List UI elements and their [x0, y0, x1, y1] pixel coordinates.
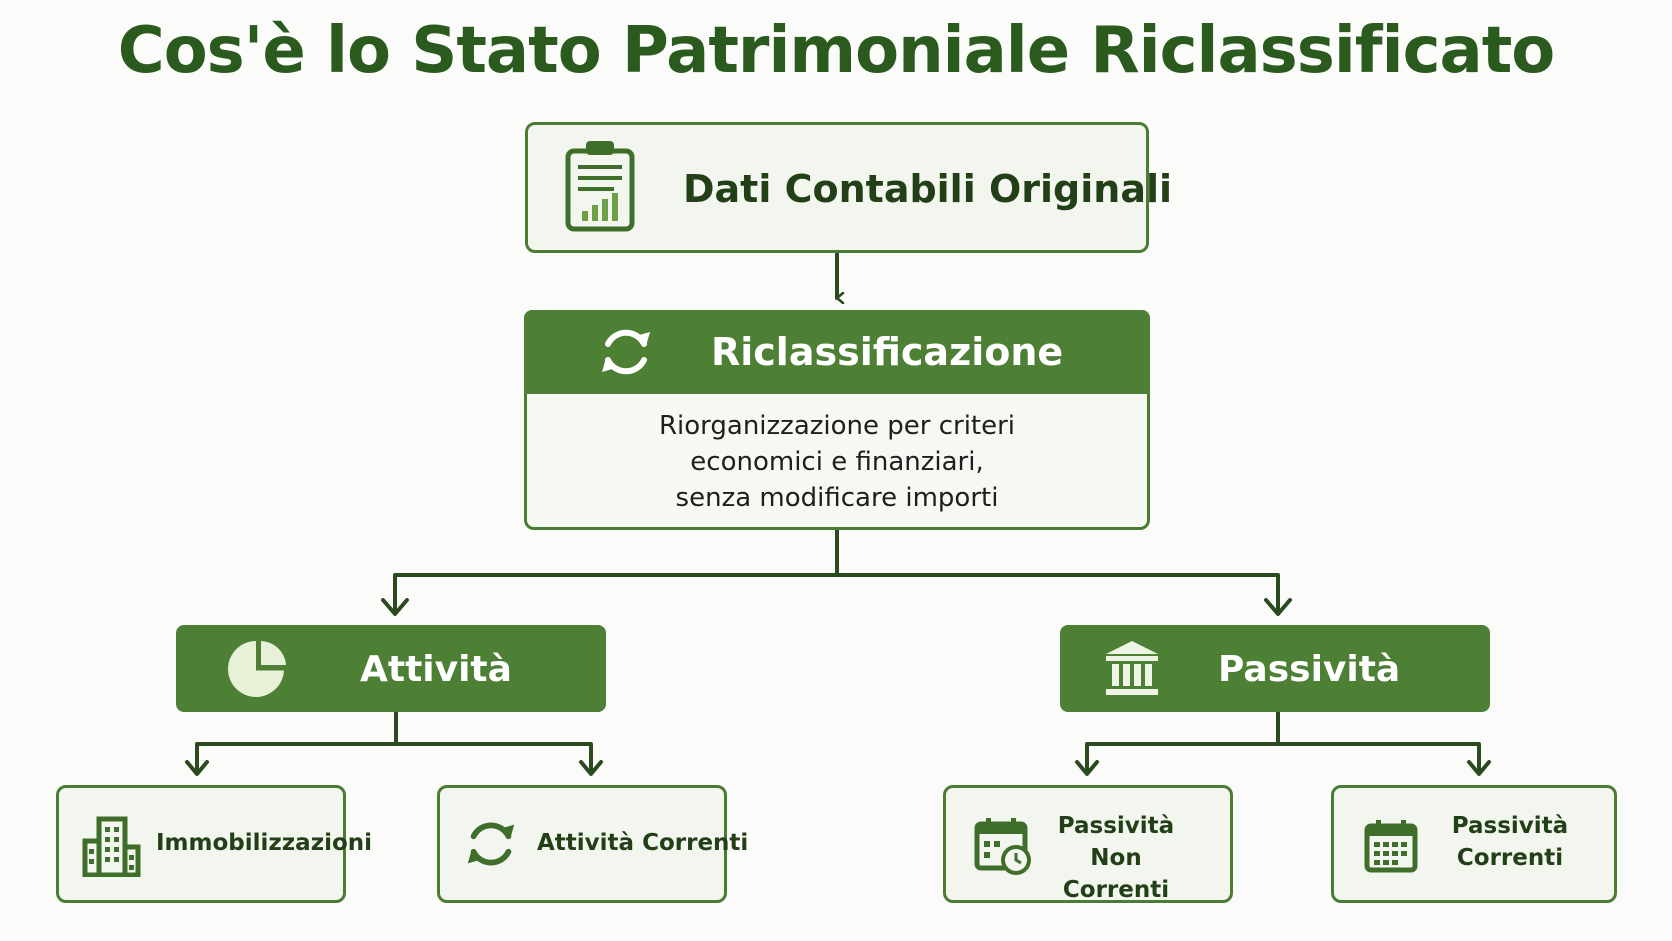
current-liabilities-line-1: Passività [1451, 813, 1569, 839]
page-title: Cos'è lo Stato Patrimoniale Riclassifica… [117, 14, 1556, 88]
assets-box: Attività [176, 625, 606, 712]
source-box: Dati Contabili Originali [525, 122, 1172, 253]
bank-icon [1106, 641, 1158, 695]
arrow-process-to-branches [393, 528, 1280, 614]
current-liabilities-label: Passività Correnti [1440, 810, 1580, 874]
fixed-assets-label: Immobilizzazioni [156, 830, 373, 856]
assets-label: Attività [360, 649, 512, 690]
refresh-icon [467, 822, 515, 866]
calendar-icon [1364, 820, 1418, 873]
building-icon [82, 816, 141, 877]
fixed-assets-box: Immobilizzazioni [56, 785, 372, 903]
non-current-liabilities-line-1: Passività [1057, 813, 1175, 839]
liabilities-box: Passività [1060, 625, 1490, 712]
current-assets-box: Attività Correnti [437, 785, 748, 903]
process-header: Riclassificazione [524, 310, 1150, 394]
arrow-assets-children [195, 710, 593, 774]
process-desc-line-1: Riorganizzazione per criteri [658, 411, 1016, 441]
process-description: Riorganizzazione per criteri economici e… [527, 408, 1147, 516]
process-desc-line-2: economici e finanziari, [690, 447, 984, 477]
clipboard-chart-icon [565, 141, 635, 232]
current-liabilities-line-2: Correnti [1456, 845, 1564, 871]
process-box: Riclassificazione Riorganizzazione per c… [524, 310, 1150, 530]
arrow-liabilities-children [1085, 710, 1481, 774]
current-liabilities-box: Passività Correnti [1331, 785, 1617, 903]
process-desc-line-3: senza modificare importi [675, 483, 999, 513]
non-current-liabilities-label: Passività Non Correnti [1046, 810, 1186, 906]
refresh-icon [602, 329, 650, 375]
current-assets-label: Attività Correnti [537, 830, 749, 856]
non-current-liabilities-line-2: Non Correnti [1062, 845, 1170, 903]
liabilities-label: Passività [1218, 649, 1401, 690]
calendar-clock-icon [974, 818, 1031, 875]
source-label: Dati Contabili Originali [683, 167, 1173, 211]
process-label: Riclassificazione [711, 330, 1064, 374]
non-current-liabilities-box: Passività Non Correnti [943, 785, 1233, 903]
pie-chart-icon [228, 641, 286, 697]
